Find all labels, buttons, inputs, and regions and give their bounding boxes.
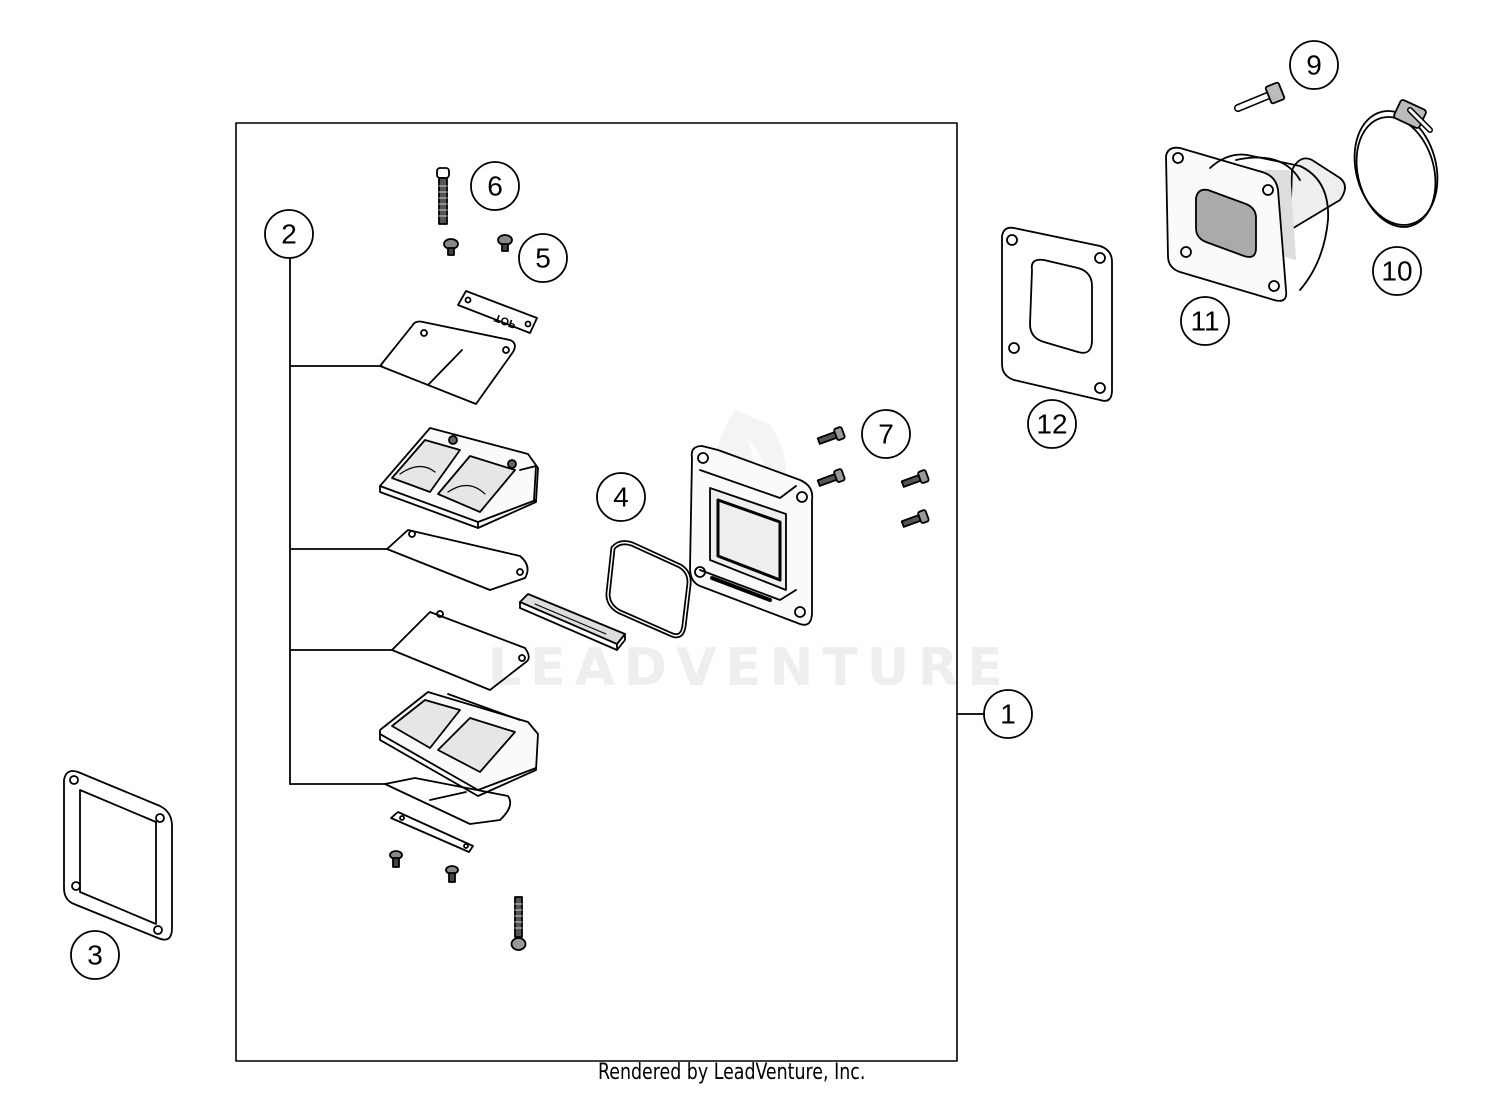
reed-cage-upper (379, 427, 539, 529)
callout-5: 5 (518, 233, 568, 283)
screw-6 (436, 167, 450, 225)
reed-petal-lower (384, 777, 512, 825)
gasket-12 (1001, 226, 1113, 402)
small-screw-5 (443, 234, 513, 256)
o-ring-4 (605, 540, 692, 639)
lower-long-screw (510, 896, 527, 951)
reed-stop-plate-top: TOP (457, 290, 538, 334)
watermark: LEADVENTURE (488, 638, 1012, 698)
lower-small-screws (389, 850, 459, 883)
spacer-strip (519, 593, 626, 651)
hose-clamp-10 (1353, 99, 1439, 228)
bolt-9 (1234, 81, 1286, 112)
reed-petal-middle-2 (391, 610, 530, 691)
render-credit: Rendered by LeadVenture, Inc. (598, 1060, 866, 1085)
reed-petal-upper (379, 320, 516, 405)
gasket-3 (63, 770, 173, 941)
callout-10: 10 (1372, 246, 1422, 296)
callout-4: 4 (596, 472, 646, 522)
reed-petal-middle-1 (386, 529, 529, 591)
callout-10-label: 10 (1381, 256, 1412, 287)
callout-11-label: 11 (1190, 306, 1219, 337)
callout-4-label: 4 (613, 482, 629, 513)
callout-2-label: 2 (281, 219, 297, 250)
callout-7: 7 (861, 409, 911, 459)
callout-3: 3 (70, 930, 120, 980)
reed-cage-lower (379, 691, 539, 797)
callout-9-label: 9 (1306, 50, 1322, 81)
callout-6: 6 (470, 161, 520, 211)
callout-6-label: 6 (487, 171, 503, 202)
callout-7-label: 7 (878, 419, 894, 450)
callout-5-label: 5 (535, 243, 551, 274)
plate-top-label: TOP (493, 311, 518, 330)
screws-7 (816, 426, 930, 528)
assembly-box (235, 122, 958, 1062)
reed-stop-plate-lower (390, 811, 474, 853)
callout-3-label: 3 (87, 940, 103, 971)
callout-12: 12 (1027, 399, 1077, 449)
intake-manifold-11 (1165, 146, 1346, 302)
callout-1-label: 1 (1000, 699, 1016, 730)
reed-housing (689, 445, 814, 626)
callout-9: 9 (1289, 40, 1339, 90)
callout-1: 1 (983, 689, 1033, 739)
bracket-2 (289, 257, 393, 785)
callout-12-label: 12 (1036, 409, 1067, 440)
callout-2: 2 (264, 209, 314, 259)
callout-11: 11 (1180, 296, 1230, 346)
